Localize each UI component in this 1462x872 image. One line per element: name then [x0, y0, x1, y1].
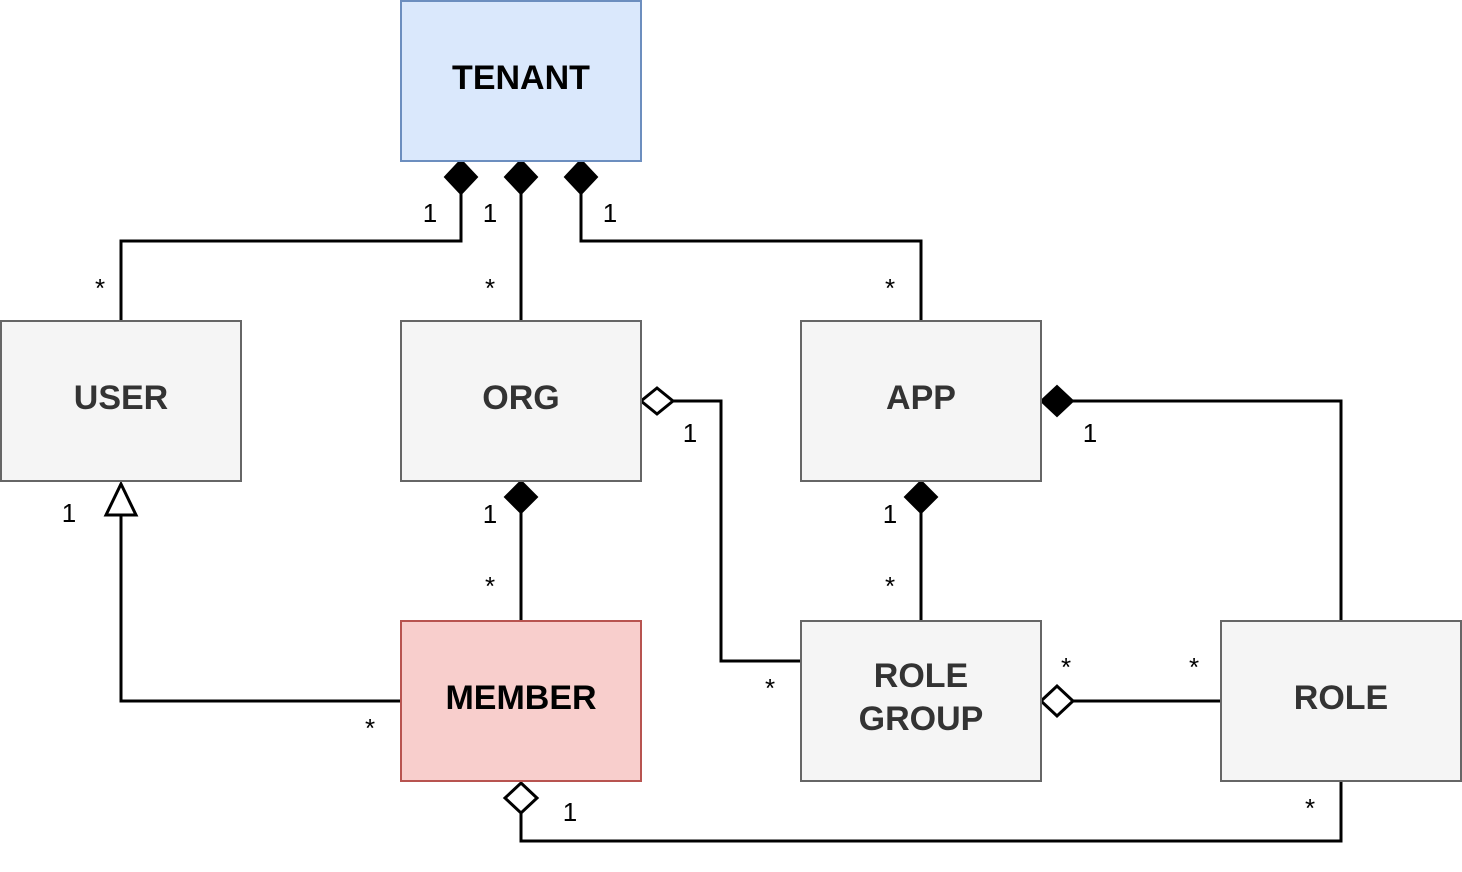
multiplicity-label: 1 [603, 198, 617, 228]
multiplicity-label: 1 [483, 499, 497, 529]
entity-role-label: ROLE [1294, 679, 1388, 717]
member-role-connector [519, 781, 1343, 843]
member-user-connector [119, 515, 401, 703]
generalization-arrow-user [103, 480, 139, 517]
composition-diamond-tenant-org [503, 158, 539, 196]
composition-diamond-org-member [503, 479, 539, 515]
multiplicity-label: 1 [62, 498, 76, 528]
entity-user-label: USER [74, 379, 168, 417]
multiplicity-label: 1 [683, 418, 697, 448]
multiplicity-label: 1 [423, 198, 437, 228]
multiplicity-label: 1 [483, 198, 497, 228]
entity-user[interactable]: USER [0, 320, 242, 482]
entity-member[interactable]: MEMBER [400, 620, 642, 782]
composition-diamond-tenant-app [563, 158, 599, 196]
entity-tenant-label: TENANT [452, 59, 590, 97]
entity-role[interactable]: ROLE [1220, 620, 1462, 782]
composition-diamond-tenant-user [443, 158, 479, 196]
tenant-user-connector [119, 192, 463, 321]
multiplicity-label: * [885, 273, 895, 303]
entity-role-group-label-line1: ROLE [874, 657, 968, 695]
multiplicity-label: * [485, 273, 495, 303]
org-rolegroup-connector [672, 399, 801, 663]
entity-role-group[interactable]: ROLE GROUP [800, 620, 1042, 782]
aggregation-diamond-org-rolegroup [638, 386, 676, 416]
multiplicity-label: * [365, 713, 375, 743]
entity-org[interactable]: ORG [400, 320, 642, 482]
composition-diamond-app-rolegroup [903, 479, 939, 515]
entity-member-label: MEMBER [445, 679, 596, 717]
multiplicity-label: * [1061, 652, 1071, 682]
aggregation-diamond-member-role [502, 780, 540, 816]
multiplicity-label: * [1189, 652, 1199, 682]
multiplicity-label: 1 [883, 499, 897, 529]
app-role-connector [1072, 399, 1343, 621]
multiplicity-label: * [885, 571, 895, 601]
multiplicity-label: 1 [1083, 418, 1097, 448]
entity-role-group-label-line2: GROUP [859, 700, 984, 738]
entity-app[interactable]: APP [800, 320, 1042, 482]
entity-tenant[interactable]: TENANT [400, 0, 642, 162]
composition-diamond-app-role [1039, 384, 1075, 418]
multiplicity-label: * [765, 673, 775, 703]
entity-app-label: APP [886, 379, 956, 417]
aggregation-diamond-rolegroup-role [1038, 683, 1076, 719]
multiplicity-label: 1 [563, 797, 577, 827]
entity-org-label: ORG [482, 379, 559, 417]
multiplicity-label: * [95, 273, 105, 303]
tenant-app-connector [579, 192, 923, 321]
multiplicity-label: * [1305, 793, 1315, 823]
multiplicity-label: * [485, 571, 495, 601]
